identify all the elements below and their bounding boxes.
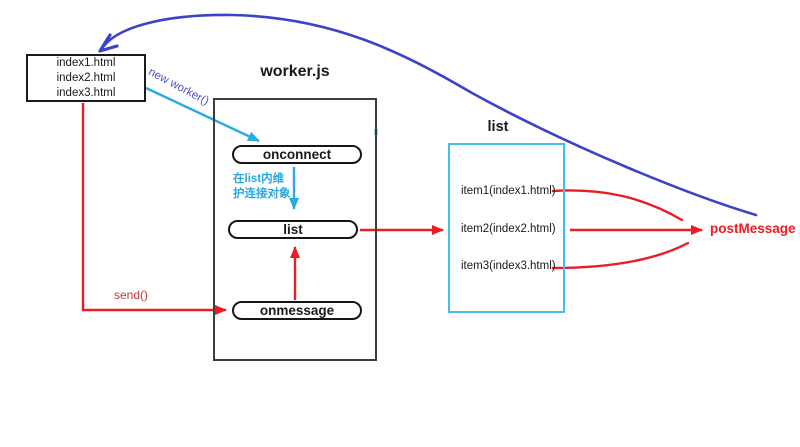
curve-postmessage-to-clients: [102, 13, 758, 217]
worker-box: [213, 98, 377, 361]
arrow-send-to-onmessage: [81, 103, 227, 315]
worker-title: worker.js: [260, 63, 330, 80]
curve-item3-to-postmessage: [551, 241, 690, 270]
client-page-label: index3.html: [56, 86, 116, 99]
send-label: send(): [114, 288, 149, 302]
list-panel-box: [448, 143, 565, 313]
node-onconnect-label: onconnect: [262, 147, 332, 162]
list-item-1: item1(index1.html): [461, 185, 556, 197]
postmessage-label: postMessage: [710, 221, 796, 236]
blue-arrowhead-icon: [98, 33, 119, 53]
node-onmessage-label: onmessage: [259, 303, 335, 318]
client-page-label: index2.html: [56, 71, 116, 84]
worker-note: 在list内维 护连接对象: [233, 172, 291, 201]
clients-box: index1.html index2.html index3.html: [26, 54, 146, 102]
node-onconnect: onconnect: [232, 145, 362, 164]
list-item-2: item2(index2.html): [461, 223, 556, 235]
arrow-clients-to-onconnect: [145, 86, 260, 143]
node-onmessage: onmessage: [232, 301, 362, 320]
node-list: list: [228, 220, 358, 239]
curve-item1-to-postmessage: [551, 189, 684, 222]
client-page-label: index1.html: [56, 56, 116, 69]
list-panel-title: list: [487, 119, 509, 135]
list-item-3: item3(index3.html): [461, 260, 556, 272]
node-list-label: list: [283, 222, 303, 237]
worker-note-line1: 在list内维: [233, 173, 285, 185]
worker-note-line2: 护连接对象: [233, 187, 291, 200]
